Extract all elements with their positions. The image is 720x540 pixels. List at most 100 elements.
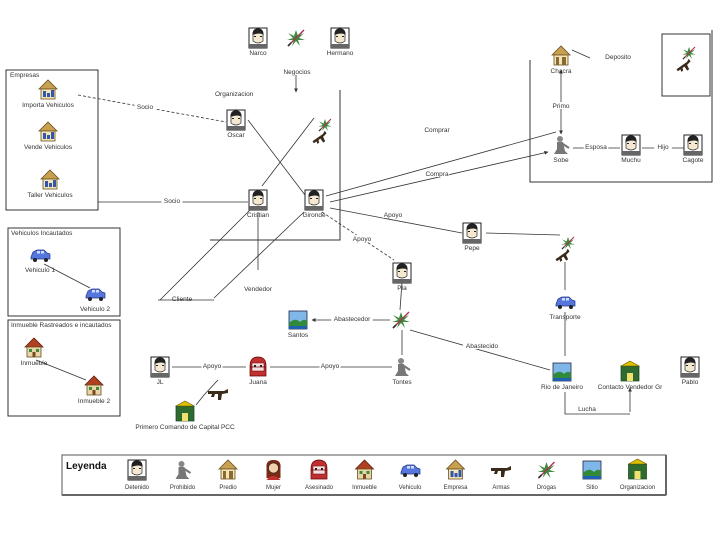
node-hermano[interactable]: Hermano <box>327 27 354 57</box>
vehiculos-box <box>7 227 121 317</box>
node-label: Cagote <box>683 157 704 164</box>
node-vende_vehiculos[interactable]: Vende Vehiculos <box>24 121 73 151</box>
detenido-icon <box>392 262 412 284</box>
empresas-box <box>5 69 99 211</box>
connector-7 <box>35 359 87 381</box>
edge-label: Esposa <box>585 144 607 151</box>
node-sobe[interactable]: Sobe <box>553 136 570 164</box>
edge-11[interactable] <box>329 207 463 234</box>
edge-2[interactable] <box>261 117 315 187</box>
legend-item-prohibido: Prohibido <box>170 461 196 491</box>
edge-3[interactable] <box>325 131 557 197</box>
node-cristian[interactable]: Cristian <box>247 189 269 219</box>
edge-label: Cliente <box>172 296 193 303</box>
node-oscar[interactable]: Oscar <box>226 109 246 139</box>
node-carrera[interactable]: Transporte <box>549 296 581 321</box>
legend-item-label: Armas <box>492 485 509 491</box>
node-pablo[interactable]: Pablo <box>680 356 700 386</box>
node-arma_bottom[interactable] <box>208 389 228 400</box>
node-armas_drogas_tr[interactable] <box>676 46 696 75</box>
edge-label: Lucha <box>578 406 596 413</box>
connector-4 <box>399 281 403 311</box>
node-cagote[interactable]: Cagote <box>683 134 704 164</box>
detenido-icon <box>683 134 703 156</box>
empresa-icon <box>445 459 466 480</box>
node-jl[interactable]: JL <box>150 356 170 386</box>
legend-title: Leyenda <box>66 461 107 472</box>
vehiculo-icon <box>85 288 106 301</box>
node-rio[interactable]: Rio de Janeiro <box>541 362 583 391</box>
edge-label: Apoyo <box>203 363 222 370</box>
inmueble-icon <box>84 375 104 396</box>
group-label-vehiculos: Vehiculos Incautados <box>11 230 73 237</box>
node-detenido_mid[interactable]: Pla <box>392 262 412 292</box>
node-armas_drogas_mid[interactable] <box>312 118 332 147</box>
node-muchu[interactable]: Muchu <box>621 134 641 164</box>
node-gironde[interactable]: Gironde <box>302 189 326 219</box>
node-contacto[interactable]: Contacto Vendedor Gr <box>598 360 664 391</box>
connector-6 <box>43 263 91 289</box>
node-tonteo[interactable]: Tontes <box>392 358 412 386</box>
node-label: Taller Vehiculos <box>27 192 73 199</box>
group-label-inmuebles: Inmueble Rastreados e incautados <box>11 322 112 329</box>
drogas-icon <box>392 311 410 329</box>
node-pepe[interactable]: Pepe <box>462 222 482 252</box>
node-label: Vehiculo 1 <box>25 267 55 274</box>
inmuebles-box <box>7 319 121 417</box>
node-chacra[interactable]: Chacra <box>551 45 572 75</box>
legend-item-label: Empresa <box>443 485 468 491</box>
node-narco[interactable]: Narco <box>248 27 268 57</box>
group-label-empresas: Empresas <box>10 72 40 79</box>
node-label: Rio de Janeiro <box>541 384 583 391</box>
legend-item-label: Predio <box>219 485 237 491</box>
node-label: Gironde <box>302 212 326 219</box>
legend-item-label: Prohibido <box>170 485 196 491</box>
detenido-icon <box>248 189 268 211</box>
connector-10 <box>195 379 219 406</box>
connector-3 <box>564 392 630 415</box>
empresa-icon <box>38 79 58 100</box>
inmueble-icon <box>24 337 44 358</box>
drogas-icon <box>537 461 556 479</box>
organizacion-icon <box>619 360 641 382</box>
detenido-icon <box>150 356 170 378</box>
node-armas_drogas_right[interactable] <box>555 236 575 265</box>
legend-item-label: Sitio <box>586 485 598 491</box>
node-drug_top[interactable] <box>287 29 305 47</box>
edge-label: Deposito <box>605 54 631 61</box>
node-comando[interactable]: Primero Comando de Capital PCC <box>135 400 235 431</box>
node-label: Vende Vehiculos <box>24 144 73 151</box>
node-inmueble2[interactable]: Inmueble 2 <box>78 375 111 405</box>
empresa-icon <box>40 169 60 190</box>
node-label: Juana <box>249 379 267 386</box>
legend-item-vehiculo: Vehiculo <box>399 464 422 491</box>
sitio-icon <box>288 310 308 330</box>
edge-label: Apoyo <box>384 212 403 219</box>
node-santos[interactable]: Santos <box>288 310 309 339</box>
node-mujer[interactable]: Juana <box>249 356 267 386</box>
armas-icon <box>491 466 511 477</box>
node-vehiculo2[interactable]: Vehiculo 2 <box>80 288 110 313</box>
node-label: Cristian <box>247 212 269 219</box>
node-label: Tontes <box>392 379 412 386</box>
node-drogas_center[interactable] <box>392 311 410 329</box>
edge-4[interactable] <box>571 49 591 59</box>
node-importa_vehiculos[interactable]: Importa Vehiculos <box>22 79 75 109</box>
asesinado-icon <box>310 459 328 480</box>
detenido-icon <box>226 109 246 131</box>
node-label: Pablo <box>682 379 699 386</box>
edge-12[interactable] <box>321 211 395 261</box>
prohibido-icon <box>554 136 570 154</box>
edge-10[interactable] <box>213 211 305 299</box>
node-label: Importa Vehiculos <box>22 102 74 109</box>
asesinado-icon <box>249 356 267 377</box>
node-taller_vehiculos[interactable]: Taller Vehiculos <box>27 169 73 199</box>
node-inmueble1[interactable]: Inmueble <box>21 337 48 367</box>
node-label: Santos <box>288 332 309 339</box>
edge-15[interactable] <box>409 329 551 371</box>
node-label: Inmueble <box>21 360 48 367</box>
node-vehiculo1[interactable]: Vehiculo 1 <box>25 249 55 274</box>
